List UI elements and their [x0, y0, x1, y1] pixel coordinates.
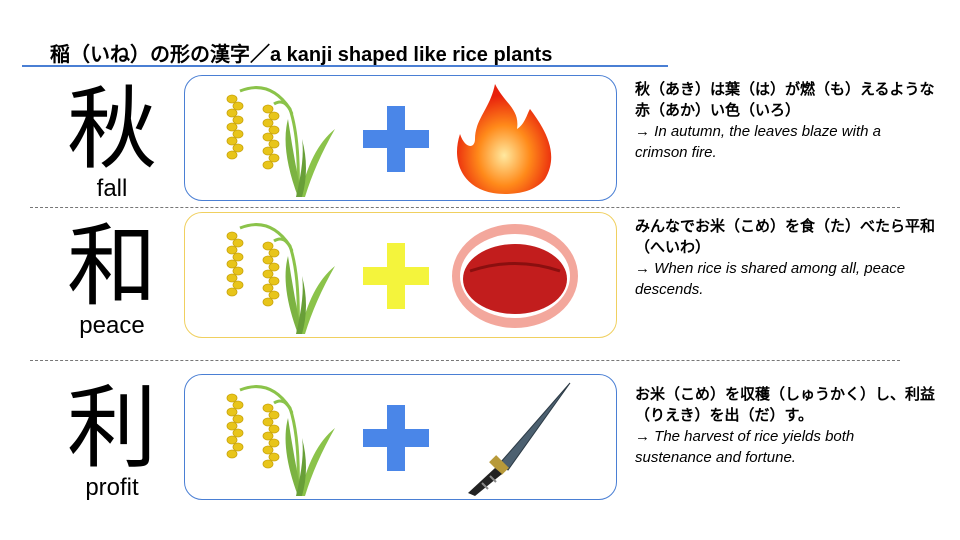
page-title: 稲（いね）の形の漢字／a kanji shaped like rice plan…	[50, 44, 553, 66]
japanese-explanation: お米（こめ）を収穫（しゅうかく）し、利益（りえき）を出（だ）す。	[635, 386, 936, 424]
plus-icon	[363, 405, 429, 471]
kanji-meaning: fall	[96, 175, 128, 202]
kanji-character: 和	[67, 217, 157, 317]
rice-plant-icon	[226, 223, 335, 335]
plus-icon	[363, 106, 429, 172]
japanese-explanation: みんなでお米（こめ）を食（た）べたら平和（へいわ）	[635, 218, 936, 256]
kanji-description: お米（こめ）を収穫（しゅうかく）し、利益（りえき）を出（だ）す。 → The h…	[635, 384, 935, 468]
english-explanation: → In autumn, the leaves blaze with a cri…	[635, 123, 881, 161]
kanji-composition-box	[184, 374, 617, 500]
rice-plant-icon	[226, 86, 335, 198]
kanji-meaning: profit	[85, 474, 139, 501]
kanji-meaning: peace	[79, 312, 145, 339]
kanji-description: みんなでお米（こめ）を食（た）べたら平和（へいわ） → When rice is…	[635, 216, 935, 300]
english-explanation: → When rice is shared among all, peace d…	[635, 260, 906, 298]
title-underline	[22, 65, 668, 67]
kanji-composition-box	[184, 75, 617, 201]
plus-icon	[363, 243, 429, 309]
english-explanation: → The harvest of rice yields both susten…	[635, 428, 855, 466]
kanji-description: 秋（あき）は葉（は）が燃（も）えるような赤（あか）い色（いろ） → In aut…	[635, 79, 935, 163]
kanji-character: 利	[67, 379, 157, 479]
divider	[30, 207, 900, 208]
divider	[30, 360, 900, 361]
kanji-composition-box	[184, 212, 617, 338]
japanese-explanation: 秋（あき）は葉（は）が燃（も）えるような赤（あか）い色（いろ）	[635, 81, 935, 119]
kanji-character: 秋	[67, 80, 157, 180]
rice-plant-icon	[226, 385, 335, 497]
